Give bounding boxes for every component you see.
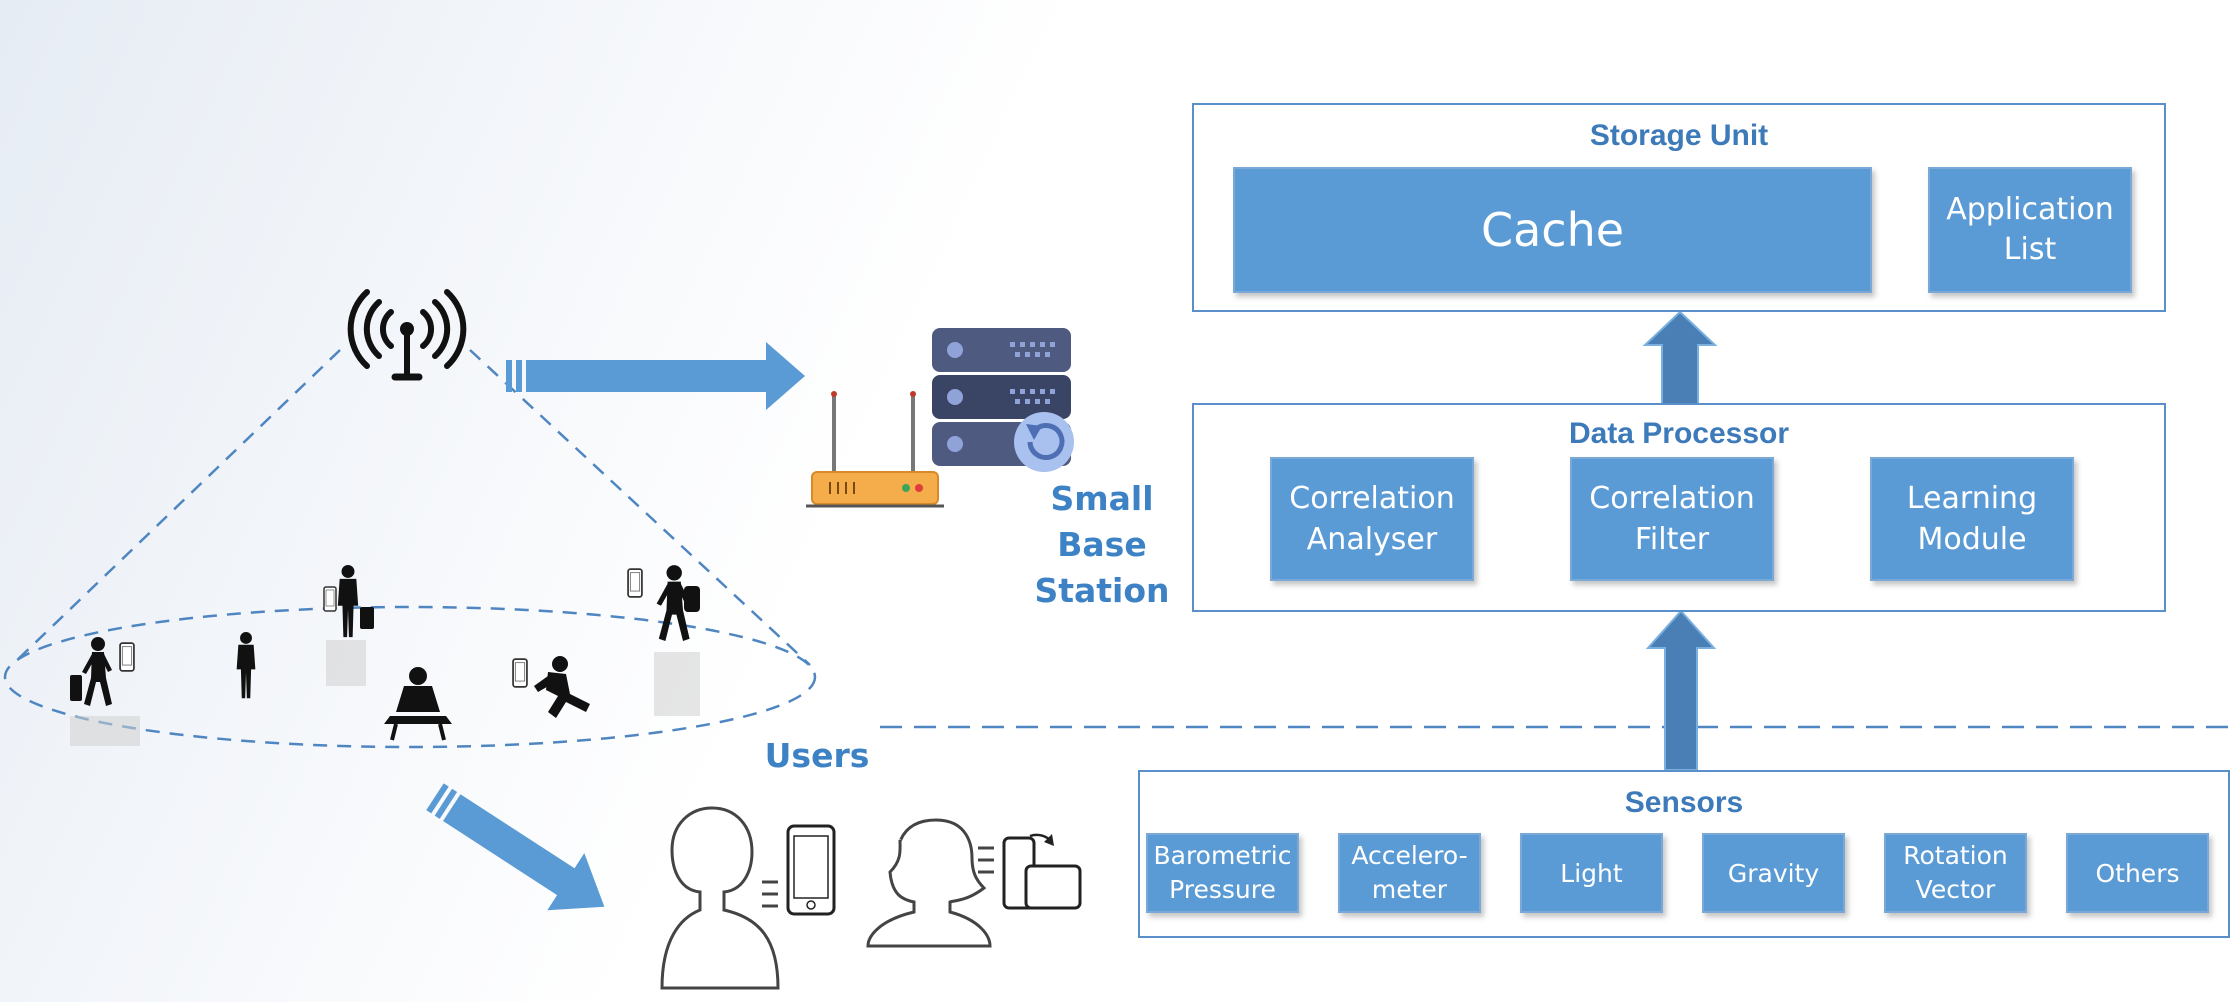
- tablet-icon: [978, 833, 1082, 910]
- sensor-light: Light: [1520, 833, 1663, 913]
- smartphone-icon: [762, 824, 836, 916]
- storage-unit-title: Storage Unit: [1589, 119, 1769, 152]
- sensor-gravity: Gravity: [1702, 833, 1845, 913]
- sensor-rotation-vector: Rotation Vector: [1884, 833, 2027, 913]
- data-processor-title: Data Processor: [1568, 417, 1790, 450]
- person-icon: [660, 806, 780, 990]
- application-list-box: Application List: [1928, 167, 2132, 293]
- sensor-barometric-pressure: Barometric Pressure: [1146, 833, 1299, 913]
- downlink-arrow: [426, 783, 605, 911]
- router-icon: [806, 391, 944, 508]
- small-base-station-label: Small Base Station: [1034, 479, 1170, 610]
- correlation-filter-box: Correlation Filter: [1570, 457, 1774, 581]
- server-stack-icon: [932, 328, 1074, 472]
- sensors-title: Sensors: [1624, 786, 1744, 819]
- pedestrian-icon: [70, 565, 700, 741]
- coverage-cone: [3, 349, 817, 749]
- uplink-arrow: [506, 342, 805, 410]
- cache-box: Cache: [1233, 167, 1872, 293]
- sensors-panel: Sensors: [1138, 770, 2230, 938]
- up-arrow-processor-to-storage: [1642, 310, 1718, 405]
- learning-module-box: Learning Module: [1870, 457, 2074, 581]
- correlation-analyser-box: Correlation Analyser: [1270, 457, 1474, 581]
- sensor-others: Others: [2066, 833, 2209, 913]
- antenna-tower-icon: [347, 289, 467, 381]
- users-label: Users: [764, 736, 870, 775]
- sensor-accelerometer: Accelero- meter: [1338, 833, 1481, 913]
- person-icon: [866, 818, 992, 948]
- up-arrow-sensors-to-processor: [1645, 609, 1717, 771]
